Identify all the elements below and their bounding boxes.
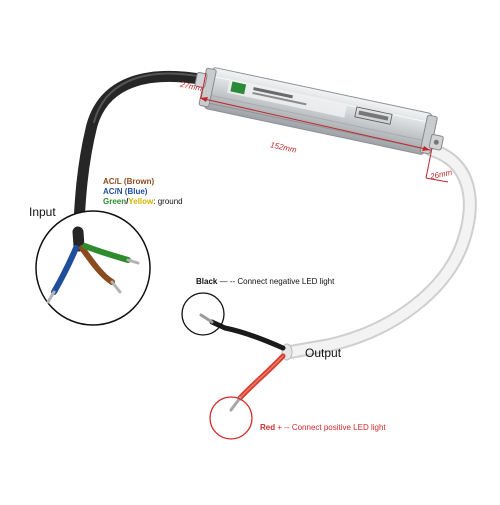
output-cable-body: [285, 145, 475, 357]
power-supply-case: [194, 67, 444, 155]
ground-label: Green/Yellow: ground: [103, 197, 183, 207]
ac-n-text: AC/N: [103, 187, 123, 196]
ac-l-color-text: (Brown): [123, 177, 155, 186]
brown-wire-tip: [110, 280, 122, 294]
red-description: -- Connect positive LED light: [284, 423, 386, 432]
blue-wire-tip: [46, 290, 56, 304]
ground-green-text: Green: [103, 197, 127, 206]
dimension-length: [199, 97, 431, 151]
input-cable-highlight: [93, 72, 204, 123]
input-callout-circle: [35, 210, 151, 326]
red-output-callout: [209, 396, 253, 440]
dimension-height: [200, 72, 207, 99]
red-output-label: Red + -- Connect positive LED light: [260, 423, 386, 433]
blue-wire: [51, 245, 79, 295]
ground-slash: /: [126, 197, 129, 206]
black-output-label: Black — -- Connect negative LED light: [196, 277, 334, 287]
red-symbol: +: [277, 423, 283, 432]
black-output-callout: [181, 292, 225, 336]
output-title: Output: [305, 346, 342, 360]
red-label-text: Red: [260, 423, 276, 432]
black-output-wire: [209, 319, 286, 351]
green-wire: [82, 243, 131, 263]
output-cable: [283, 143, 477, 359]
black-wire-tip: [199, 313, 214, 324]
black-symbol: —: [219, 277, 228, 286]
input-title: Input: [29, 205, 56, 219]
ground-yellow-text: Yellow: [128, 197, 154, 206]
brown-wire: [79, 245, 115, 285]
black-description: -- Connect negative LED light: [229, 277, 335, 286]
ac-l-label: AC/L (Brown): [103, 177, 154, 187]
dimension-width: [425, 147, 449, 183]
green-wire-tip: [126, 258, 140, 265]
ac-n-color-text: (Blue): [124, 187, 148, 196]
input-cable-inside: [72, 226, 85, 252]
ac-n-label: AC/N (Blue): [103, 187, 147, 197]
ground-text: : ground: [153, 197, 183, 206]
input-wires-callout: [35, 210, 151, 326]
ac-l-text: AC/L: [103, 177, 122, 186]
black-label-text: Black: [196, 277, 218, 286]
red-wire-tip: [229, 396, 242, 412]
input-cable: [72, 70, 211, 246]
red-output-wire-mid: [239, 355, 284, 399]
